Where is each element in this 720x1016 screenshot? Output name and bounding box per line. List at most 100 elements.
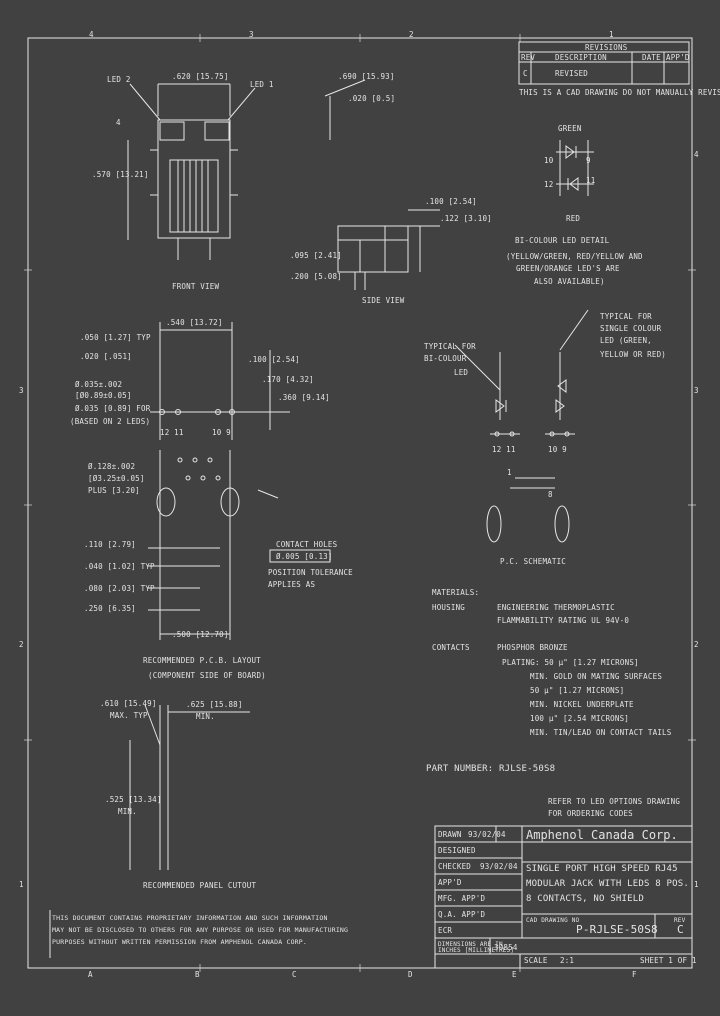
grid-right-4: 4	[694, 150, 699, 159]
grid-bottom-f: F	[632, 970, 637, 979]
materials-header: MATERIALS:	[432, 588, 480, 597]
schematic-pin8: 8	[548, 490, 553, 499]
pcb-hole-2: [Ø0.89±0.05]	[75, 391, 132, 400]
materials-contacts-label: CONTACTS	[432, 643, 470, 652]
grid-right-2: 2	[694, 640, 699, 649]
schematic-pins-12-11: 12 11	[492, 445, 516, 454]
led-red-label: RED	[566, 214, 581, 223]
panel-dim-c: .525 [13.34]	[105, 795, 162, 804]
grid-top-4: 4	[89, 30, 94, 39]
pcb-layout-title: RECOMMENDED P.C.B. LAYOUT	[143, 656, 261, 665]
led-detail-symbols	[556, 140, 594, 196]
pcb-pins-b: 10 9	[212, 428, 231, 437]
tb-rev-label: REV	[674, 917, 686, 924]
led-detail-note2: GREEN/ORANGE LED'S ARE	[516, 264, 620, 273]
pcb-dim-040: .040 [1.02] TYP	[84, 562, 155, 571]
led-pin9: 9	[586, 156, 591, 165]
pcb-layout-drawing	[148, 322, 331, 640]
materials-contacts-1: PHOSPHOR BRONZE	[497, 643, 568, 652]
front-dim-height: .570 [13.21]	[92, 170, 149, 179]
grid-left-1: 1	[19, 880, 24, 889]
panel-dim-c2: MIN.	[118, 807, 137, 816]
proprietary-line-2: MAY NOT BE DISCLOSED TO OTHERS FOR ANY P…	[52, 926, 349, 934]
proprietary-line-3: PURPOSES WITHOUT WRITTEN PERMISSION FROM…	[52, 938, 308, 946]
pcb-dim-250: .250 [6.35]	[84, 604, 136, 613]
schematic-single-1: TYPICAL FOR	[600, 312, 652, 321]
tb-checked-date: 93/02/04	[480, 862, 518, 871]
panel-cutout-drawing	[129, 704, 250, 870]
materials-housing-1: ENGINEERING THERMOPLASTIC	[497, 603, 615, 612]
tb-code: 30854	[494, 943, 518, 952]
pcb-layout-subtitle: (COMPONENT SIDE OF BOARD)	[148, 671, 266, 680]
front-led1-label: LED 1	[250, 80, 274, 89]
revision-rev: C	[523, 69, 528, 78]
pcb-hole-1: Ø.035±.002	[75, 380, 123, 389]
pcb-contact-holes: CONTACT HOLES	[276, 540, 338, 549]
pcb-tolerance-note2: APPLIES AS	[268, 580, 316, 589]
panel-dim-a2: MAX. TYP	[110, 711, 148, 720]
part-number: PART NUMBER: RJLSE-50S8	[426, 764, 556, 774]
side-dim-b: .122 [3.10]	[440, 214, 492, 223]
tb-checked: CHECKED	[438, 862, 472, 871]
tb-dwg-no: P-RJLSE-50S8	[576, 923, 658, 936]
side-dim-a: .100 [2.54]	[425, 197, 477, 206]
tb-title-3: 8 CONTACTS, NO SHIELD	[526, 894, 644, 904]
grid-top-3: 3	[249, 30, 254, 39]
materials-contacts-2: PLATING: 50 µ" [1.27 MICRONS]	[502, 658, 639, 667]
tb-qa-appd: Q.A. APP'D	[438, 910, 486, 919]
tb-ecr: ECR	[438, 926, 453, 935]
materials-contacts-7: MIN. TIN/LEAD ON CONTACT TAILS	[530, 728, 672, 737]
schematic-single-4: YELLOW OR RED)	[600, 350, 667, 359]
schematic-bi-1: TYPICAL FOR	[424, 342, 476, 351]
materials-contacts-5: MIN. NICKEL UNDERPLATE	[530, 700, 634, 709]
side-view-title: SIDE VIEW	[362, 296, 405, 305]
part-note-2: FOR ORDERING CODES	[548, 809, 633, 818]
front-view-title: FRONT VIEW	[172, 282, 220, 291]
grid-bottom-e: E	[512, 970, 517, 979]
pcb-dim-020: .020 [.051]	[80, 352, 132, 361]
schematic-title: P.C. SCHEMATIC	[500, 557, 567, 566]
grid-top-1: 1	[609, 30, 614, 39]
proprietary-line-1: THIS DOCUMENT CONTAINS PROPRIETARY INFOR…	[52, 914, 328, 922]
revision-col-date: DATE	[642, 53, 661, 62]
led-pin12: 12	[544, 180, 554, 189]
materials-housing-label: HOUSING	[432, 603, 466, 612]
pcb-dim-050: .050 [1.27] TYP	[80, 333, 151, 342]
panel-dim-b2: MIN.	[196, 712, 215, 721]
side-dim-top: .690 [15.93]	[338, 72, 395, 81]
tb-sheet: SHEET 1 OF 1	[640, 956, 697, 965]
grid-left-4: 4	[116, 118, 121, 127]
tb-scale-label: SCALE	[524, 956, 548, 965]
tb-drawn-date: 93/02/04	[468, 830, 506, 839]
revision-table	[518, 41, 690, 85]
pcb-dim-500: .500 [12.70]	[172, 630, 229, 639]
tb-scale-val: 2:1	[560, 956, 575, 965]
pcb-pins-a: 12 11	[160, 428, 184, 437]
grid-ticks	[24, 34, 696, 972]
side-dim-c: .095 [2.41]	[290, 251, 342, 260]
schematic-bi-3: LED	[454, 368, 469, 377]
tb-dwg-label: CAD DRAWING NO	[526, 917, 580, 924]
grid-left-2: 2	[19, 640, 24, 649]
tb-title-1: SINGLE PORT HIGH SPEED RJ45	[526, 864, 678, 874]
grid-bottom-b: B	[195, 970, 200, 979]
schematic-pins-10-9: 10 9	[548, 445, 567, 454]
materials-contacts-4: 50 µ" [1.27 MICRONS]	[530, 686, 625, 695]
tb-designed: DESIGNED	[438, 846, 476, 855]
led-detail-note1: (YELLOW/GREEN, RED/YELLOW AND	[506, 252, 643, 261]
tb-company: Amphenol Canada Corp.	[526, 828, 678, 842]
materials-housing-2: FLAMMABILITY RATING UL 94V-0	[497, 616, 630, 625]
cad-notice: THIS IS A CAD DRAWING DO NOT MANUALLY RE…	[519, 88, 720, 97]
tb-appd: APP'D	[438, 878, 462, 887]
pcb-dim-360: .360 [9.14]	[278, 393, 330, 402]
pcb-dim-100: .100 [2.54]	[248, 355, 300, 364]
revision-desc: REVISED	[555, 69, 589, 78]
side-view-drawing	[324, 79, 440, 290]
grid-right-3: 3	[694, 386, 699, 395]
tb-dims-note2: INCHES [MILLIMETRES]	[438, 947, 515, 954]
side-dim-d: .200 [5.08]	[290, 272, 342, 281]
revision-header: REVISIONS	[585, 43, 628, 52]
pcb-dim-110: .110 [2.79]	[84, 540, 136, 549]
grid-bottom-a: A	[88, 970, 93, 979]
